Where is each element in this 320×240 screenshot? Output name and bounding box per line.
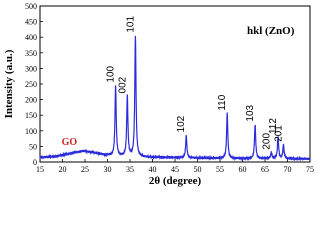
y-tick-label: 50 — [29, 142, 37, 151]
peak-label-101: 101 — [125, 16, 136, 33]
x-tick-label: 45 — [171, 165, 179, 174]
peak-label-002: 002 — [117, 76, 128, 93]
x-tick-label: 25 — [81, 165, 89, 174]
y-tick-label: 0 — [33, 158, 37, 167]
x-tick-label: 40 — [149, 165, 157, 174]
y-tick-label: 500 — [25, 2, 37, 11]
x-tick-label: 70 — [284, 165, 292, 174]
y-tick-label: 450 — [25, 18, 37, 27]
x-tick-label: 60 — [239, 165, 247, 174]
peak-label-112: 112 — [268, 118, 279, 134]
x-tick-label: 75 — [306, 165, 314, 174]
x-tick-label: 55 — [216, 165, 224, 174]
y-tick-label: 300 — [25, 64, 37, 73]
x-axis-ticks: 15 20 25 30 35 40 45 50 55 60 65 70 75 — [36, 159, 314, 174]
peak-label-100: 100 — [106, 65, 117, 82]
y-tick-label: 200 — [25, 96, 37, 105]
y-axis-title: Intensity (a.u.) — [3, 49, 15, 118]
peak-label-102: 102 — [176, 115, 187, 132]
y-tick-label: 350 — [25, 49, 37, 58]
xrd-chart: 0 50 100 150 200 250 300 350 400 450 500 15 20 25 30 3… — [3, 2, 314, 187]
y-tick-label: 100 — [25, 127, 37, 136]
xrd-series-line — [39, 35, 311, 162]
x-axis-title: 2θ (degree) — [149, 175, 202, 187]
go-hump-label: GO — [62, 137, 78, 148]
y-tick-label: 150 — [25, 111, 37, 120]
x-tick-label: 30 — [104, 165, 112, 174]
x-tick-label: 20 — [59, 165, 67, 174]
x-tick-label: 35 — [126, 165, 134, 174]
peak-label-201: 201 — [273, 125, 284, 142]
y-tick-label: 250 — [25, 80, 37, 89]
x-tick-label: 65 — [261, 165, 269, 174]
y-tick-label: 400 — [25, 33, 37, 42]
peak-label-200: 200 — [261, 133, 272, 150]
x-tick-label: 50 — [194, 165, 202, 174]
y-axis-ticks: 0 50 100 150 200 250 300 350 400 450 500 — [25, 2, 43, 167]
peak-label-103: 103 — [245, 104, 256, 121]
peak-label-110: 110 — [217, 94, 228, 110]
series-label: hkl (ZnO) — [247, 25, 295, 37]
x-tick-label: 15 — [36, 165, 44, 174]
